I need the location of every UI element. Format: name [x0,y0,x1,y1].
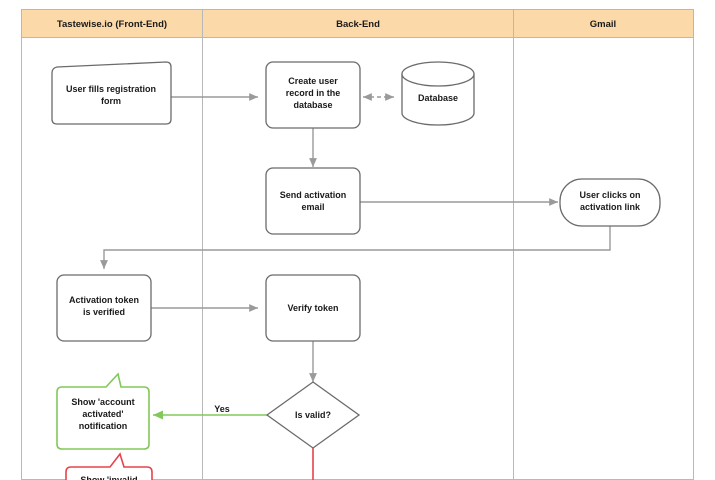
node-label-line-1: Show 'invalid [80,475,137,480]
node-shape-rounded-rect [265,274,361,342]
node-shape-callout-red [65,452,153,480]
node-shape-rounded-rect [265,61,361,129]
node-label-line-1: Activation token [69,295,139,305]
node-shape-rounded-rect [56,274,152,342]
lane-header-backend [202,9,514,38]
node-label-line-3: notification [79,421,128,431]
edge-label-yes: Yes [214,404,230,414]
node-label-line-2: record in the [286,88,341,98]
edge-user-clicks-to-token-verified [100,226,611,269]
node-label-verify-token: Verify token [287,303,338,313]
node-label-line-1: User fills registration [66,84,156,94]
node-shape-rounded-rect [265,167,361,235]
node-label-line-2: activated' [82,409,123,419]
node-is-valid[interactable]: Is valid? [265,381,361,449]
node-shape-skewed-card [51,61,172,125]
node-show-invalid-notification[interactable]: Show 'invalid [65,452,153,480]
node-activation-token-is-verified[interactable]: Activation token is verified [56,274,152,342]
node-label-line-3: database [293,100,332,110]
edges-layer: notification (green) --> Yes [100,93,611,480]
node-label-line-2: form [101,96,121,106]
node-label-line-1: Show 'account [71,397,134,407]
node-label-is-valid: Is valid? [295,410,331,420]
node-label-line-2: is verified [83,307,125,317]
lane-header-frontend [21,9,203,38]
node-shape-diamond [265,381,361,449]
lane-label-gmail: Gmail [590,19,616,30]
lane-label-frontend: Tastewise.io (Front-End) [57,19,167,30]
lane-header-gmail [513,9,694,38]
node-send-activation-email[interactable]: Send activation email [265,167,361,235]
node-label-line-1: Send activation [280,190,347,200]
node-verify-token[interactable]: Verify token [265,274,361,342]
node-label-line-2: activation link [580,202,641,212]
node-show-account-activated-notification[interactable]: Show 'account activated' notification [56,372,150,450]
node-label-line-2: email [301,202,324,212]
node-user-clicks-activation-link[interactable]: User clicks on activation link [559,178,661,227]
node-shape-stadium [559,178,661,227]
node-label-database: Database [418,93,458,103]
node-database[interactable]: Database [401,61,475,126]
node-shape-cylinder-top [401,61,475,87]
lane-label-backend: Back-End [336,19,380,30]
node-label-line-1: Create user [288,76,338,86]
node-shape-cylinder-body [401,73,475,126]
node-shape-callout-green [56,372,150,450]
node-create-user-record[interactable]: Create user record in the database [265,61,361,129]
node-label-line-1: User clicks on [579,190,640,200]
node-user-fills-registration-form[interactable]: User fills registration form [51,61,172,125]
